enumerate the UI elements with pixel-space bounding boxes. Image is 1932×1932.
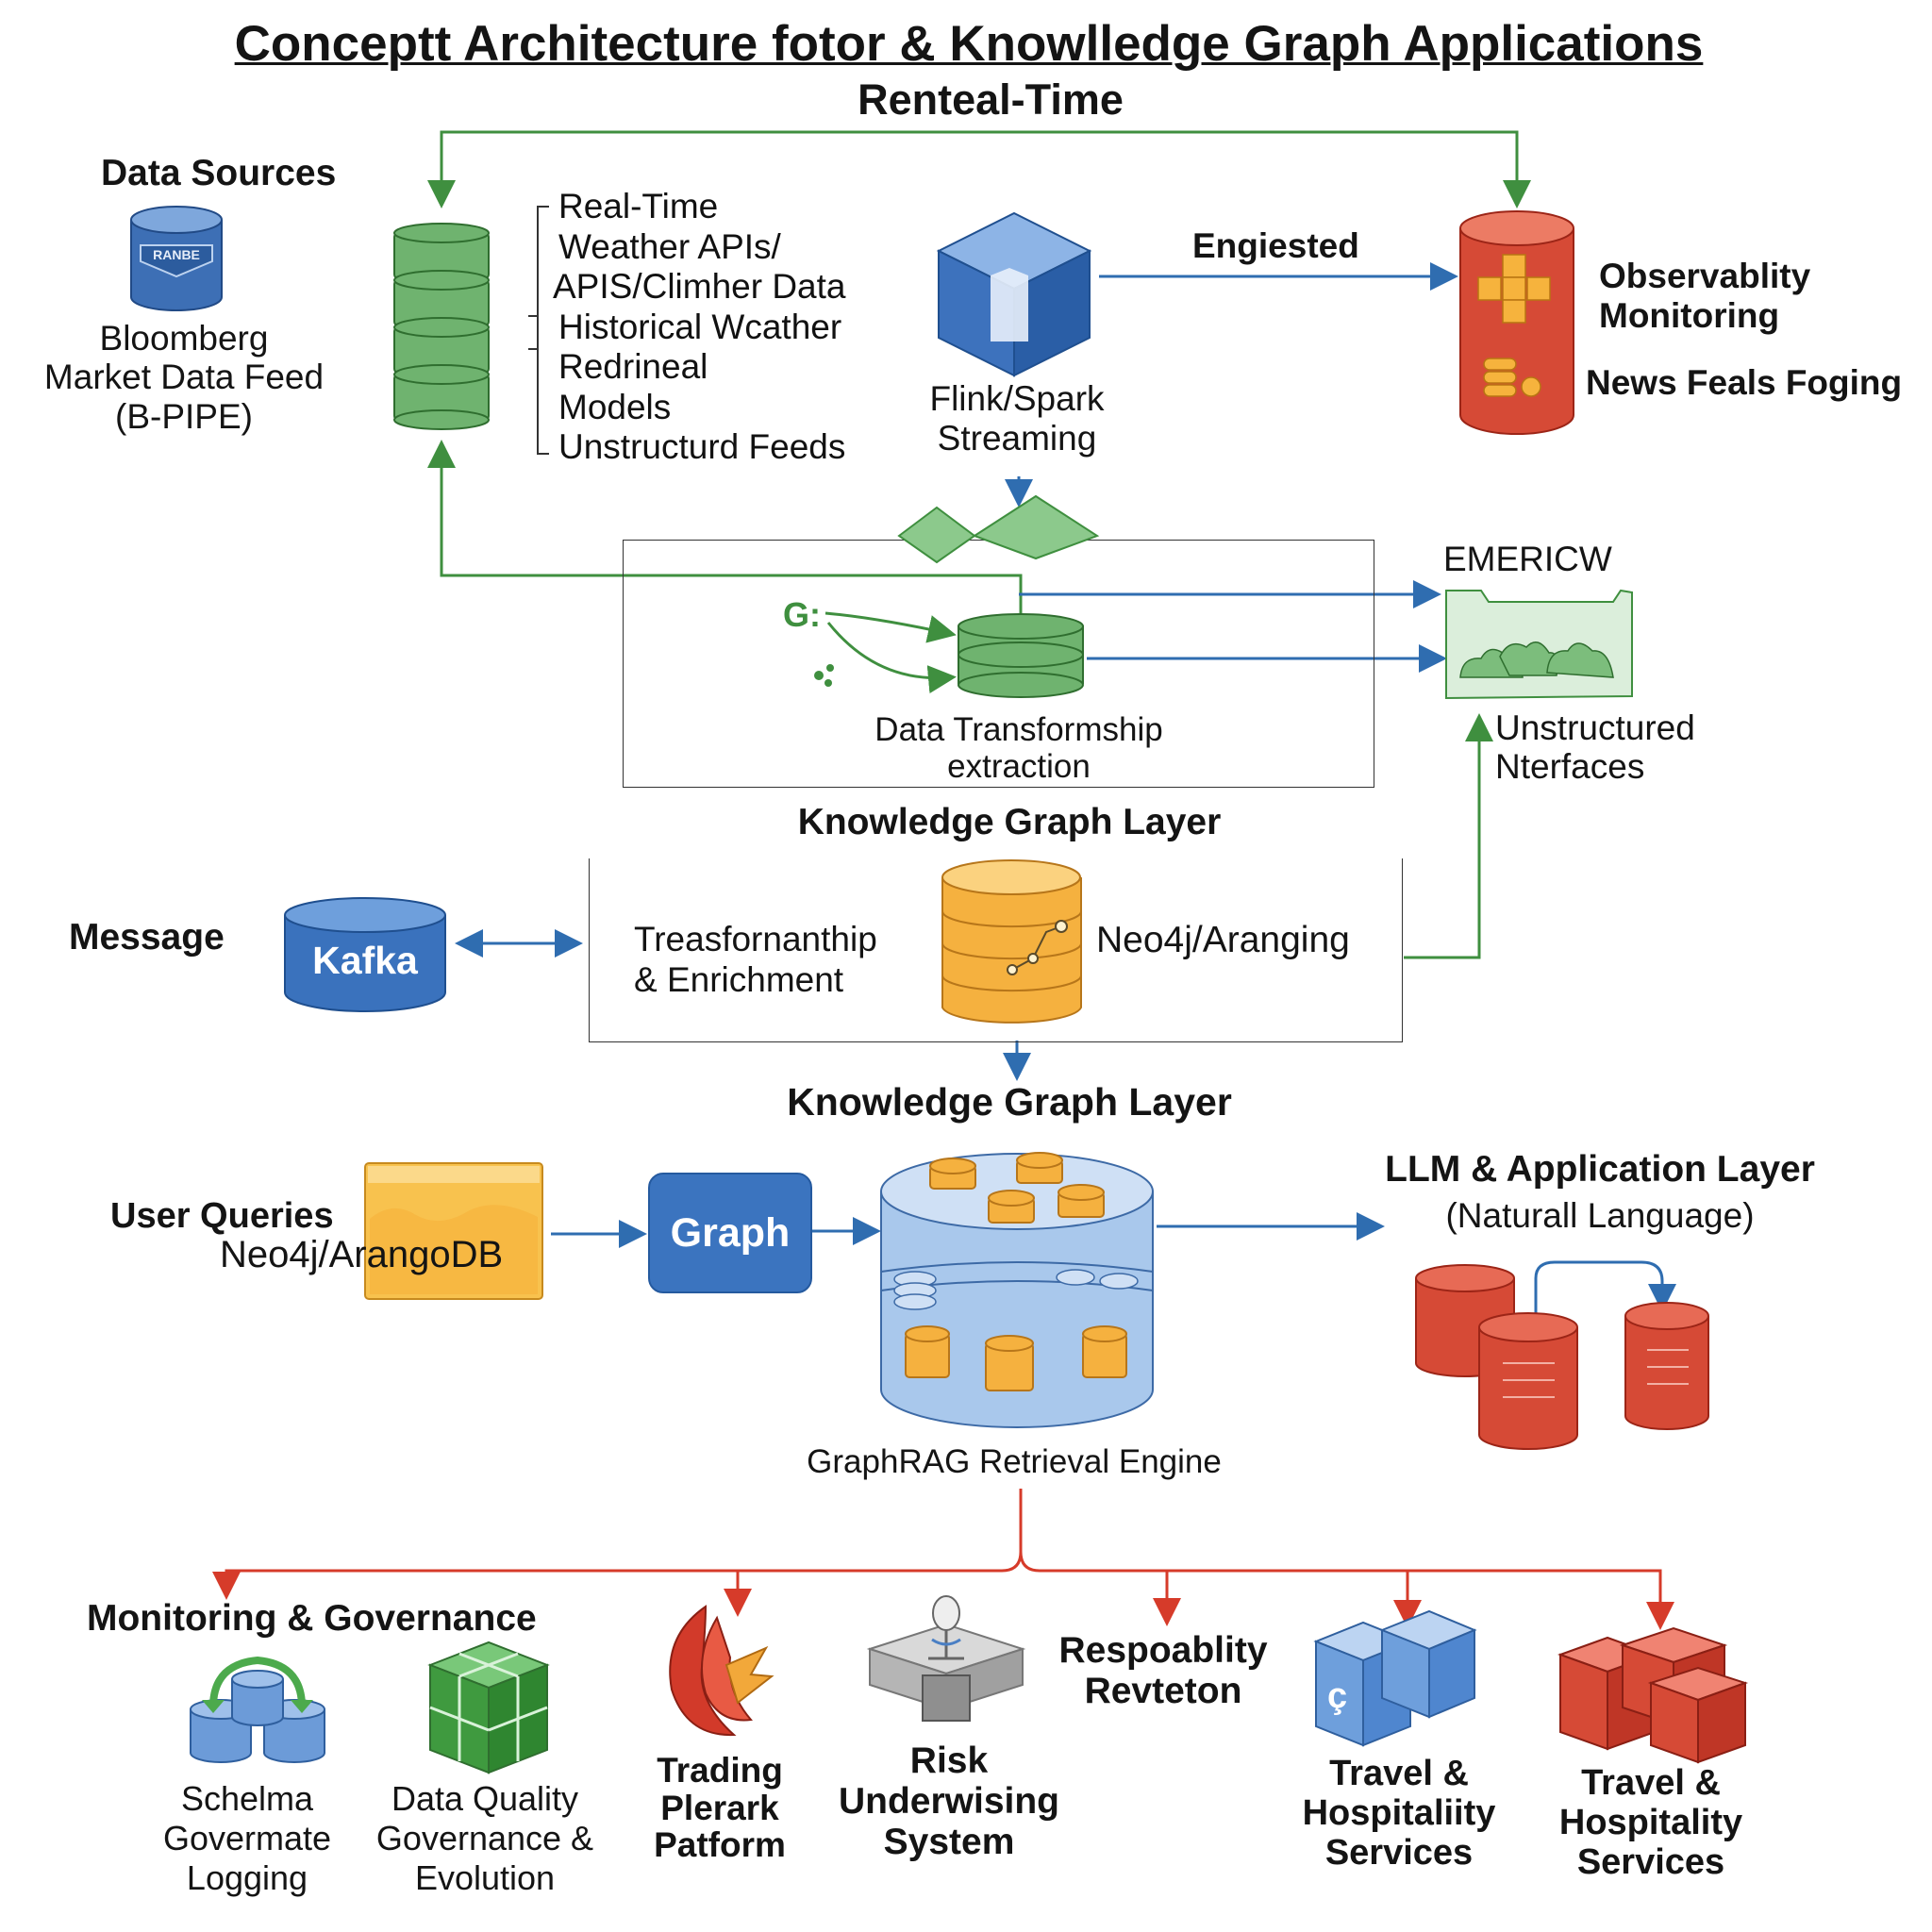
graphrag-label: GraphRAG Retrieval Engine xyxy=(807,1443,1222,1480)
schema-sync-icon xyxy=(190,1656,325,1763)
bloomberg-caption: Bloomberg Market Data Feed (B-PIPE) xyxy=(43,319,325,436)
neo4j-arangodb-panel xyxy=(364,1162,543,1300)
data-quality-cube-icon xyxy=(427,1641,550,1774)
streaming-label: Flink/Spark Streaming xyxy=(929,379,1105,458)
neo4j-database-icon xyxy=(941,859,1082,1024)
message-label: Message xyxy=(69,917,225,958)
observability-sublabel: News Feals Foging xyxy=(1586,363,1903,402)
feed-item: Weather APIs/ xyxy=(558,226,781,266)
ingested-label: Engiested xyxy=(1192,226,1359,265)
fanout-right-trunk xyxy=(1019,1551,1674,1630)
unstructured-label: Unstructured Nterfaces xyxy=(1495,708,1695,786)
trading-platform-label: Trading Plerark Patform xyxy=(654,1751,786,1865)
travel-services-icon-2 xyxy=(1557,1626,1749,1764)
transform-label: Data Transformship extraction xyxy=(874,711,1163,785)
data-feeds-stack-icon xyxy=(393,223,490,430)
respoablity-label: Respoablity Revteton xyxy=(1058,1630,1268,1711)
feed-item: APIS/Climher Data xyxy=(553,267,846,306)
feed-item: Models xyxy=(558,387,672,426)
data-quality-label: Data Quality Governance & Evolution xyxy=(375,1779,594,1897)
feed-item: Redrineal xyxy=(558,347,708,386)
graphrag-engine-icon xyxy=(880,1152,1154,1428)
enrichment-label: Treasfornanthip & Enrichment xyxy=(634,920,877,999)
travel-hospitality-label-2: Travel & Hospitality Services xyxy=(1558,1763,1743,1882)
risk-underwriting-label: Risk Underwising System xyxy=(838,1740,1060,1862)
svg-text:G:: G: xyxy=(783,595,821,634)
kafka-database: Kafka xyxy=(281,894,449,1017)
kg-layer-frame xyxy=(589,858,1403,1042)
travel-hospitality-label-1: Travel & Hospitaliity Services xyxy=(1302,1754,1496,1873)
neo4j-arangodb-label: Neo4j/ArangoDB xyxy=(220,1234,504,1275)
unstructured-interfaces-icon xyxy=(1445,589,1633,700)
page-title: Conceptt Architecture fotor & Knowlledge… xyxy=(234,16,1704,72)
llm-layer-title: LLM & Application Layer xyxy=(1385,1149,1815,1190)
bloomberg-badge: RANBE xyxy=(153,247,200,262)
transform-input-arrow-1 xyxy=(824,611,957,643)
feed-item: Unstructurd Feeds xyxy=(558,427,846,466)
travel-services-icon-1: ç xyxy=(1313,1609,1477,1747)
trading-platform-icon xyxy=(669,1605,774,1737)
transform-input-arrow-2 xyxy=(826,622,957,694)
transform-database-icon xyxy=(958,613,1084,698)
emericw-label: EMERICW xyxy=(1443,540,1612,578)
transform-source-dots-icon: G: xyxy=(783,595,834,687)
neo4j-label: Neo4j/Aranging xyxy=(1096,920,1350,960)
graph-button[interactable]: Graph xyxy=(648,1173,812,1293)
observability-label: Observablity Monitoring xyxy=(1599,257,1811,336)
kg-layer-heading-1: Knowledge Graph Layer xyxy=(797,802,1222,842)
transform-diamonds-icon xyxy=(897,494,1100,564)
bloomberg-database-icon: RANBE xyxy=(130,206,223,311)
llm-loop-arrow xyxy=(1534,1260,1676,1316)
observability-database-icon xyxy=(1459,210,1574,435)
llm-layer-subtitle: (Naturall Language) xyxy=(1445,1196,1755,1235)
streaming-cube-icon xyxy=(936,211,1092,377)
schema-governance-label: Schelma Govermate Logging xyxy=(162,1779,332,1897)
risk-underwriting-icon xyxy=(866,1595,1026,1722)
kafka-label: Kafka xyxy=(312,938,418,982)
page-subtitle: Renteal-Time xyxy=(858,75,1124,124)
feeds-list: Real-Time Weather APIs/ APIS/Climher Dat… xyxy=(553,187,846,468)
feed-item: Historical Wcather xyxy=(558,307,842,346)
feed-item: Real-Time xyxy=(558,187,719,225)
fanout-trunk xyxy=(212,1489,1023,1600)
user-queries-label: User Queries xyxy=(110,1196,334,1236)
llm-databases-icon xyxy=(1415,1264,1709,1450)
neo4j-to-unstructured-arrow xyxy=(1404,713,1493,959)
kg-layer-heading-2: Knowledge Graph Layer xyxy=(787,1080,1232,1124)
feeds-bracket xyxy=(528,206,549,455)
monitoring-governance-heading: Monitoring & Governance xyxy=(87,1598,537,1639)
svg-text:ç: ç xyxy=(1327,1676,1347,1716)
data-sources-heading: Data Sources xyxy=(101,153,337,193)
